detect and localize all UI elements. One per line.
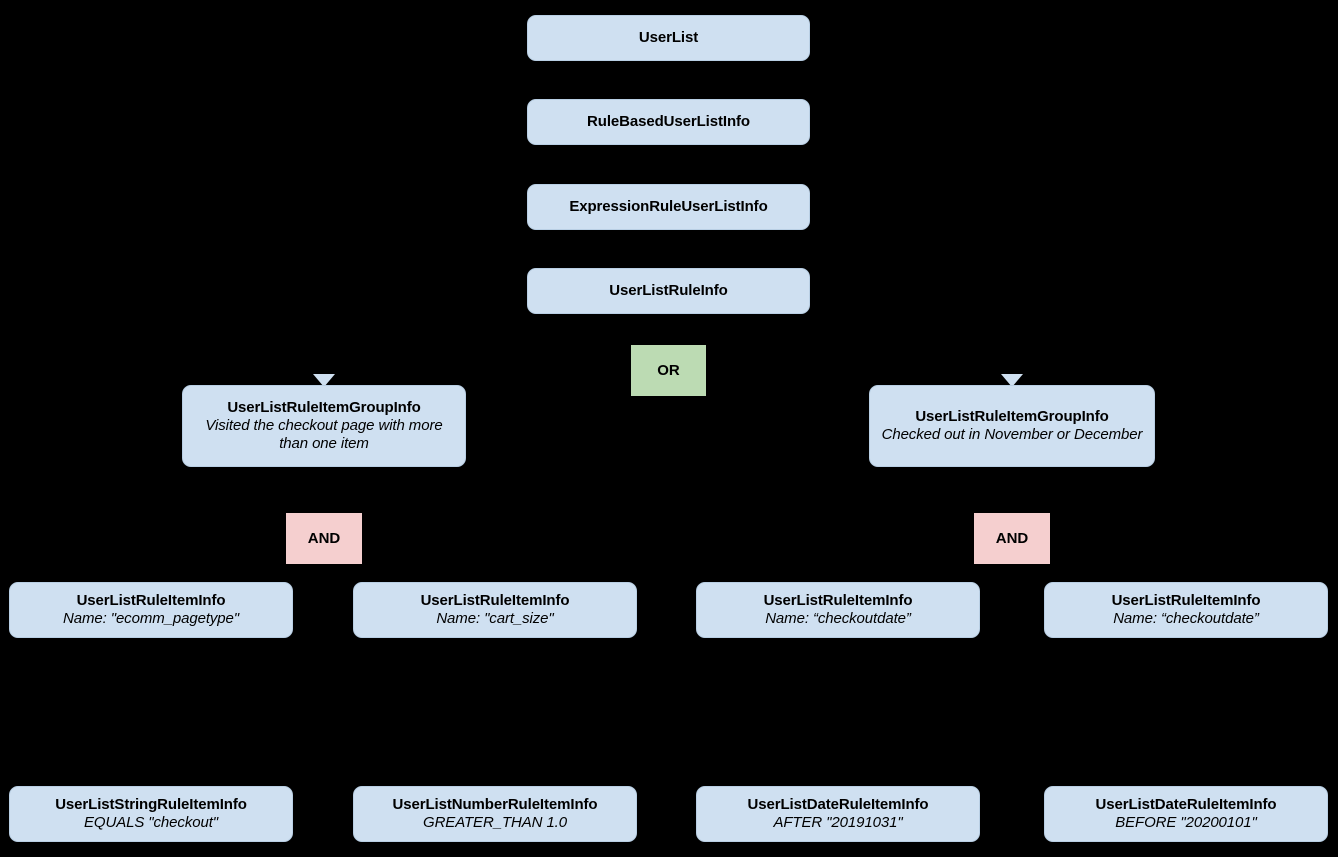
node-title: ExpressionRuleUserListInfo [569, 198, 768, 216]
operator-label: AND [307, 529, 341, 547]
node-title: UserListRuleItemInfo [1111, 592, 1261, 610]
node-group-left[interactable]: UserListRuleItemGroupInfo Visited the ch… [182, 385, 466, 467]
node-subtitle: Name: "cart_size" [436, 610, 554, 627]
operator-and-right[interactable]: AND [974, 513, 1050, 564]
node-title: UserListNumberRuleItemInfo [392, 796, 598, 814]
node-title: UserListRuleItemGroupInfo [915, 408, 1109, 426]
node-title: RuleBasedUserListInfo [587, 113, 750, 131]
node-subtitle: Visited the checkout page with more than… [205, 417, 443, 452]
operator-label: OR [657, 361, 680, 379]
node-user-list[interactable]: UserList [527, 15, 810, 61]
node-rule-item-1[interactable]: UserListRuleItemInfo Name: "ecomm_pagety… [9, 582, 293, 638]
node-title: UserListRuleItemInfo [420, 592, 570, 610]
node-subtitle: EQUALS "checkout" [83, 814, 218, 831]
edge-arrowhead-icon [313, 374, 335, 387]
node-leaf-date-rule-item-after[interactable]: UserListDateRuleItemInfo AFTER "20191031… [696, 786, 980, 842]
node-rule-item-2[interactable]: UserListRuleItemInfo Name: "cart_size" [353, 582, 637, 638]
node-subtitle: Name: “checkoutdate” [765, 610, 911, 627]
node-title: UserListDateRuleItemInfo [1095, 796, 1277, 814]
node-subtitle: AFTER "20191031" [773, 814, 903, 831]
node-rule-item-4[interactable]: UserListRuleItemInfo Name: “checkoutdate… [1044, 582, 1328, 638]
node-leaf-string-rule-item[interactable]: UserListStringRuleItemInfo EQUALS "check… [9, 786, 293, 842]
node-subtitle: BEFORE "20200101" [1115, 814, 1257, 831]
node-rule-based-user-list-info[interactable]: RuleBasedUserListInfo [527, 99, 810, 145]
node-title: UserListRuleItemInfo [763, 592, 913, 610]
node-leaf-number-rule-item[interactable]: UserListNumberRuleItemInfo GREATER_THAN … [353, 786, 637, 842]
node-subtitle: GREATER_THAN 1.0 [423, 814, 567, 831]
node-rule-item-3[interactable]: UserListRuleItemInfo Name: “checkoutdate… [696, 582, 980, 638]
edge-arrowhead-icon [1001, 374, 1023, 387]
node-subtitle: Name: “checkoutdate” [1113, 610, 1259, 627]
node-leaf-date-rule-item-before[interactable]: UserListDateRuleItemInfo BEFORE "2020010… [1044, 786, 1328, 842]
operator-or[interactable]: OR [631, 345, 706, 396]
node-user-list-rule-info[interactable]: UserListRuleInfo [527, 268, 810, 314]
node-subtitle: Checked out in November or December [881, 426, 1143, 443]
node-title: UserListDateRuleItemInfo [747, 796, 929, 814]
operator-and-left[interactable]: AND [286, 513, 362, 564]
node-subtitle: Name: "ecomm_pagetype" [62, 610, 240, 627]
node-title: UserList [638, 29, 699, 47]
node-title: UserListRuleItemInfo [76, 592, 226, 610]
node-group-right[interactable]: UserListRuleItemGroupInfo Checked out in… [869, 385, 1155, 467]
node-title: UserListRuleItemGroupInfo [227, 399, 421, 417]
operator-label: AND [995, 529, 1029, 547]
node-title: UserListRuleInfo [609, 282, 728, 300]
node-expression-rule-user-list-info[interactable]: ExpressionRuleUserListInfo [527, 184, 810, 230]
node-title: UserListStringRuleItemInfo [55, 796, 247, 814]
